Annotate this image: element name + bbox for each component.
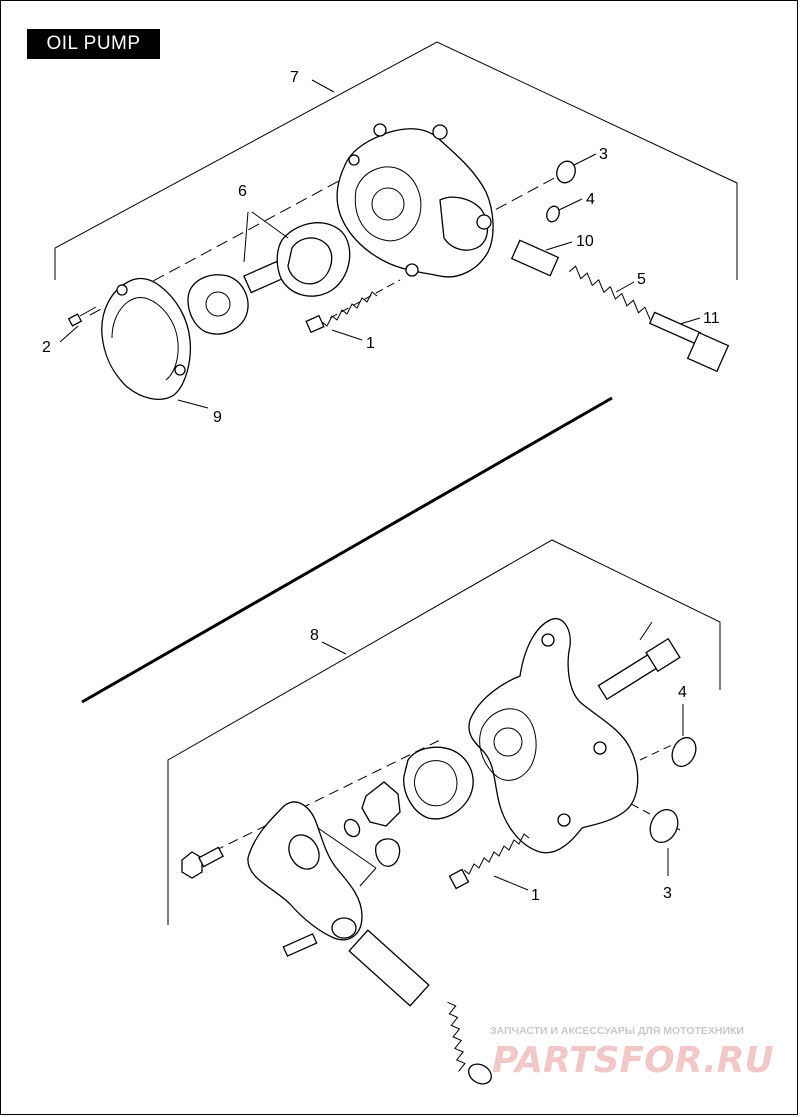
callout-9: 9 [213,409,222,426]
drain-plug [648,311,730,373]
o-ring-large [556,160,576,184]
leader-1 [331,329,363,341]
leader-11 [679,317,701,325]
section-divider [81,396,613,704]
bottom-assembly: 8 4 3 1 [167,539,721,1085]
callout-4: 4 [586,191,595,208]
axis-line-a [89,174,351,316]
axis-line-d [199,739,441,859]
axis-line-f [639,744,673,761]
dowel-pin [282,933,318,957]
leader-8 [321,641,347,655]
pump-body-lower [468,618,639,854]
watermark: ЗАПЧАСТИ И АКСЕССУАРЫ ДЛЯ МОТОТЕХНИКИ PA… [490,1025,774,1081]
cover-screw [67,306,97,327]
callout-11: 11 [703,310,720,327]
callout-1: 1 [366,335,375,352]
leader-1-lower [493,875,529,891]
callout-7: 7 [290,69,299,86]
leader-10 [545,241,573,251]
leader-9 [177,399,209,409]
leader-2 [59,325,79,343]
gerotor-set [187,211,351,335]
callout-2: 2 [42,339,51,356]
callout-8: 8 [310,627,319,644]
washer [468,1063,492,1085]
cover-screw-lower [181,846,224,879]
callout-10: 10 [576,233,594,250]
pump-cover-lower [247,801,377,941]
callout-5: 5 [637,271,646,288]
relief-pin [597,621,681,701]
callout-3: 3 [599,146,608,163]
valve-spring [447,1001,466,1072]
callout-4-lower: 4 [678,684,687,701]
watermark-logo: PARTSFOR.RU [492,1040,774,1081]
relief-spring [568,265,651,320]
top-assembly: 7 6 2 1 9 3 4 10 5 11 [42,41,738,426]
page-title: OIL PUMP [27,29,160,59]
callout-3-lower: 3 [663,885,672,902]
callout-6: 6 [238,183,247,200]
mounting-bolt [305,291,378,334]
bracket-7 [54,41,738,280]
mounting-bolt-lower [448,833,530,890]
o-ring-small-lower [671,736,697,768]
bracket-8 [167,539,721,925]
leader-4 [558,198,583,211]
leader-7 [311,79,335,93]
leader-3 [573,153,597,166]
gerotor-set-lower [343,746,474,867]
o-ring-small [546,205,560,223]
pump-cover [101,277,192,400]
pump-body [336,123,494,278]
valve-plunger [348,929,430,1007]
o-ring-large-lower [649,808,679,844]
leader-5 [615,281,635,293]
axis-line-b [479,174,561,219]
relief-valve [510,239,560,277]
callout-1-lower: 1 [531,887,540,904]
watermark-tagline: ЗАПЧАСТИ И АКСЕССУАРЫ ДЛЯ МОТОТЕХНИКИ [490,1025,744,1037]
